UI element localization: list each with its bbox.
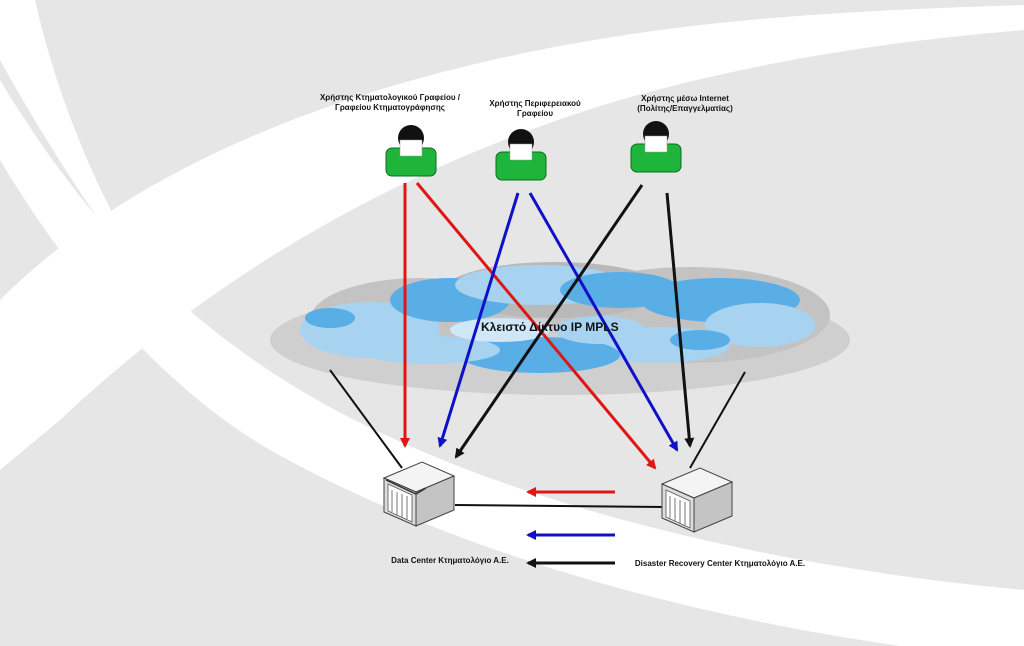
user-label-line: (Πολίτης/Επαγγελματίας) bbox=[637, 104, 733, 113]
user-icon bbox=[495, 129, 547, 181]
server-icon bbox=[660, 467, 734, 533]
cloud-to-dr-line bbox=[689, 371, 746, 469]
user-arrows bbox=[400, 182, 695, 470]
user-icon bbox=[630, 121, 682, 173]
replication-arrows bbox=[526, 487, 615, 568]
data-center-label: Data Center Κτηματολόγιο Α.Ε. bbox=[391, 556, 509, 565]
user-icon bbox=[385, 125, 437, 177]
cloud-to-datacenter-line bbox=[329, 369, 403, 469]
blue-arrow-to-dr bbox=[528, 192, 679, 452]
black-arrow-to-dr bbox=[665, 192, 695, 448]
cloud-icon bbox=[270, 262, 850, 395]
user-label-internet: Χρήστης μέσω Internet (Πολίτης/Επαγγελμα… bbox=[610, 94, 760, 114]
datacenter-dr-link bbox=[454, 504, 666, 508]
network-label: Κλειστό Δίκτυο IP MPLS bbox=[481, 320, 619, 334]
user-label-line: Χρήστης Περιφερειακού bbox=[489, 99, 581, 108]
red-arrow-to-dr bbox=[415, 182, 657, 470]
user-label-line: Χρήστης μέσω Internet bbox=[641, 94, 729, 103]
dr-center-label: Disaster Recovery Center Κτηματολόγιο Α.… bbox=[634, 559, 806, 568]
user-label-line: Γραφείου Κτηματογράφησης bbox=[335, 103, 445, 112]
user-label-regional-office: Χρήστης Περιφερειακού Γραφείου bbox=[470, 99, 600, 119]
user-label-cadastral-office: Χρήστης Κτηματολογικού Γραφείου / Γραφεί… bbox=[300, 93, 480, 113]
user-label-line: Χρήστης Κτηματολογικού Γραφείου / bbox=[319, 93, 461, 102]
user-label-line: Γραφείου bbox=[517, 109, 553, 118]
blue-arrow-to-datacenter bbox=[437, 192, 520, 448]
black-arrow-to-datacenter bbox=[454, 184, 644, 459]
site-links bbox=[329, 369, 746, 508]
server-icon bbox=[382, 461, 456, 527]
